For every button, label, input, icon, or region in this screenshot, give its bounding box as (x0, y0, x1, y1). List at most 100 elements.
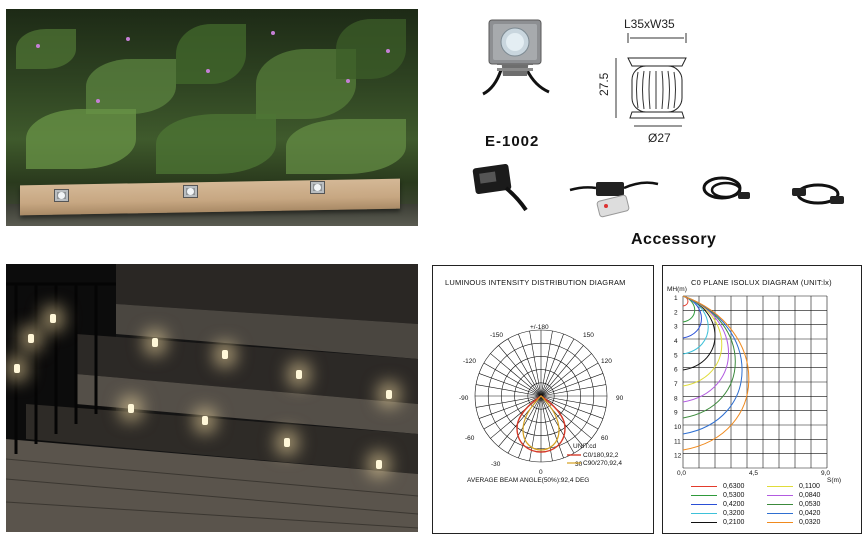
legend-value: 0,2100 (723, 519, 745, 526)
polar-diagram-title: LUMINOUS INTENSITY DISTRIBUTION DIAGRAM (445, 278, 626, 287)
angle-label: 90 (616, 395, 624, 402)
polar-chart: -150 +/-180 150 -120 120 -90 90 -60 60 -… (459, 324, 624, 484)
extension-cable (702, 176, 750, 200)
isolux-curve (682, 295, 723, 387)
deck-light (54, 189, 69, 202)
y-tick-label: 11 (674, 438, 681, 445)
legend-swatch (767, 485, 793, 487)
isolux-legend-item: 0,3200 (691, 509, 744, 518)
x-tick-label: 4,5 (749, 470, 758, 477)
y-tick-label: 1 (674, 295, 678, 302)
legend-value: 0,6300 (723, 483, 745, 490)
polar-grid-spoke (498, 345, 542, 397)
foliage (286, 119, 406, 174)
isolux-legend-item: 0,6300 (691, 482, 744, 491)
polar-grid-spoke (540, 395, 575, 454)
polar-grid-spoke (540, 345, 584, 397)
polar-grid-spoke (540, 353, 592, 397)
polar-grid-spoke (483, 362, 542, 397)
step-light (386, 390, 392, 399)
luminous-intensity-panel: LUMINOUS INTENSITY DISTRIBUTION DIAGRAM … (432, 265, 654, 534)
polar-grid-spoke (540, 395, 564, 459)
splitter-cable (792, 183, 844, 205)
polar-grid-spoke (540, 362, 599, 397)
legend-value: 0,0320 (799, 519, 821, 526)
remote-controller (569, 181, 659, 218)
night-stairs-photo (6, 264, 418, 532)
y-tick-label: 2 (674, 309, 678, 316)
wall-light (28, 334, 34, 343)
stairs-scene (6, 264, 418, 532)
deck-light (310, 181, 325, 194)
legend-value: 0,0840 (799, 492, 821, 499)
step-light (284, 438, 290, 447)
angle-label: 120 (601, 358, 612, 365)
foliage (336, 19, 406, 79)
isolux-legend-item: 0,0420 (767, 509, 820, 518)
polar-grid-spoke (518, 395, 542, 459)
flower (36, 44, 40, 48)
polar-grid-spoke (518, 333, 542, 397)
flower (386, 49, 390, 53)
series-label-c0: C0/180,92,2 (583, 452, 619, 459)
isolux-curve (682, 295, 729, 403)
polar-grid-spoke (540, 333, 564, 397)
foliage (156, 114, 276, 174)
legend-swatch (691, 503, 717, 505)
polar-grid-spoke (540, 338, 575, 397)
accessory-images (472, 164, 844, 218)
polar-grid-spoke (478, 395, 542, 419)
isolux-legend-item: 0,4200 (691, 500, 744, 509)
polar-grid-spoke (483, 395, 542, 430)
y-tick-label: 3 (674, 324, 678, 331)
product-light-image (482, 19, 550, 96)
isolux-legend-item: 0,5300 (691, 491, 744, 500)
polar-grid-spoke (507, 338, 542, 397)
x-tick-label: 0,0 (677, 470, 686, 477)
angle-label: -90 (459, 395, 469, 402)
legend-value: 0,0530 (799, 501, 821, 508)
step-light (376, 460, 382, 469)
polar-grid-spoke (540, 373, 604, 397)
y-tick-label: 8 (674, 395, 678, 402)
flower (96, 99, 100, 103)
legend-swatch (691, 521, 717, 523)
y-axis-label: MH(m) (667, 286, 687, 293)
isolux-legend-item: 0,1100 (767, 482, 820, 491)
beam-angle-text: AVERAGE BEAM ANGLE(50%):92,4 DEG (467, 477, 589, 484)
foliage (86, 59, 176, 114)
flower (271, 31, 275, 35)
legend-swatch (691, 485, 717, 487)
isolux-legend-item: 0,0530 (767, 500, 820, 509)
step-light (222, 350, 228, 359)
product-code: E-1002 (485, 133, 540, 150)
isolux-legend-item: 0,2100 (691, 518, 744, 527)
angle-label: 0 (539, 469, 543, 476)
diameter-dimension-label: Ø27 (648, 131, 671, 145)
accessory-title: Accessory (631, 231, 717, 248)
flower (346, 79, 350, 83)
x-tick-label: 9,0 (821, 470, 830, 477)
polar-grid-spoke (540, 330, 553, 397)
legend-swatch (691, 494, 717, 496)
legend-value: 0,5300 (723, 492, 745, 499)
legend-value: 0,4200 (723, 501, 745, 508)
y-tick-label: 7 (674, 381, 678, 388)
isolux-diagram-title: C0 PLANE ISOLUX DIAGRAM (UNIT:lx) (691, 278, 832, 287)
legend-swatch (691, 512, 717, 514)
wall-light (50, 314, 56, 323)
deck-light (183, 185, 198, 198)
polar-grid-spoke (540, 384, 607, 397)
height-dimension-label: 27.5 (597, 72, 611, 96)
isolux-legend-item: 0,0840 (767, 491, 820, 500)
dimension-drawing: L35xW35 27.5 Ø27 (597, 17, 687, 145)
step-light (202, 416, 208, 425)
isolux-curve (682, 295, 716, 371)
power-adapter (472, 164, 528, 212)
foliage (16, 29, 76, 69)
step-light (296, 370, 302, 379)
flower (126, 37, 130, 41)
legend-swatch (767, 512, 793, 514)
polar-grid-spoke (540, 395, 607, 408)
